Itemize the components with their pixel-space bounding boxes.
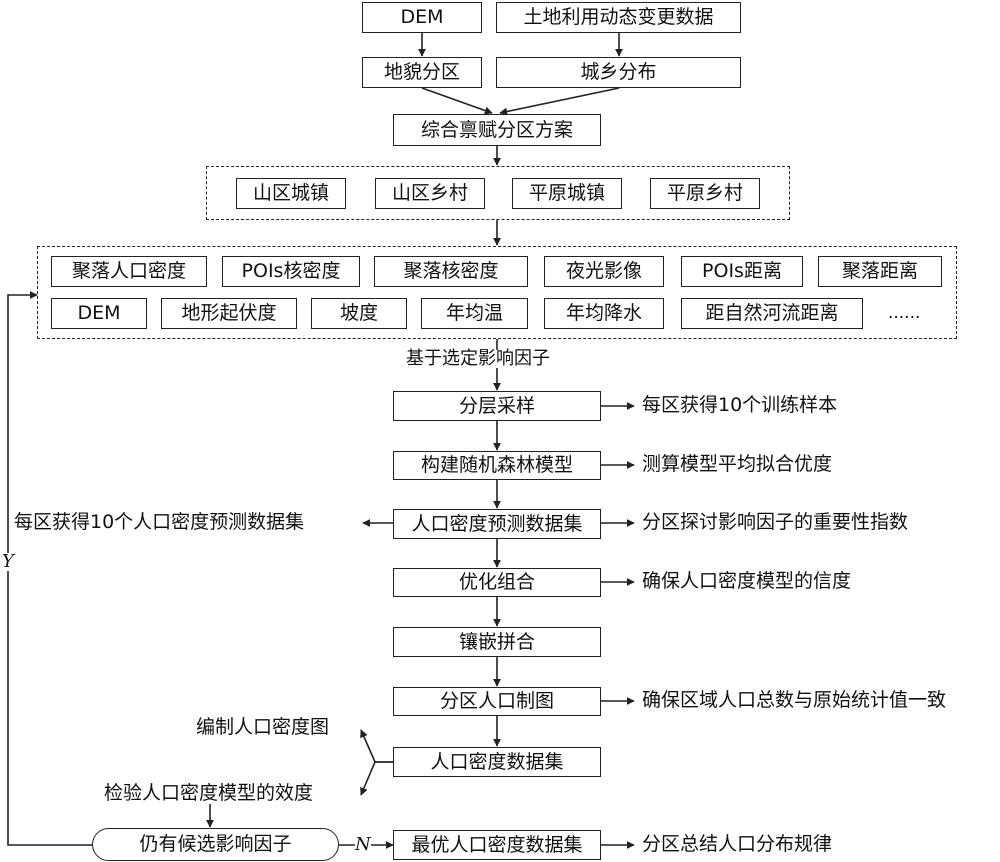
zone-item: 山区城镇 bbox=[236, 178, 346, 209]
best-note: 分区总结人口分布规律 bbox=[642, 833, 833, 855]
landform-zoning-box: 地貌分区 bbox=[362, 57, 482, 88]
density-dataset-box: 人口密度数据集 bbox=[393, 747, 601, 777]
factor-item: POIs核密度 bbox=[222, 256, 360, 287]
pred-note-right: 分区探讨影响因子的重要性指数 bbox=[642, 511, 909, 533]
factor-item: DEM bbox=[51, 298, 147, 329]
urban-rural-box: 城乡分布 bbox=[496, 57, 741, 88]
arrow-loop-yes bbox=[7, 291, 92, 846]
factor-item: 聚落距离 bbox=[818, 256, 942, 287]
yes-label: Y bbox=[2, 551, 14, 572]
factor-item: 坡度 bbox=[311, 298, 407, 329]
rf-model-note: 测算模型平均拟合优度 bbox=[642, 453, 833, 475]
density-note-up: 编制人口密度图 bbox=[196, 716, 330, 738]
sampling-box: 分层采样 bbox=[393, 391, 601, 421]
density-note-down: 检验人口密度模型的效度 bbox=[104, 782, 314, 804]
land-use-box: 土地利用动态变更数据 bbox=[496, 2, 741, 33]
mosaic-box: 镶嵌拼合 bbox=[393, 627, 601, 657]
zoning-scheme-box: 综合禀赋分区方案 bbox=[393, 114, 601, 146]
factor-caption: 基于选定影响因子 bbox=[406, 348, 550, 369]
dem-box: DEM bbox=[362, 2, 482, 33]
zone-item: 山区乡村 bbox=[375, 178, 485, 209]
arrow-density-down bbox=[360, 761, 393, 796]
factor-item: 聚落人口密度 bbox=[51, 256, 207, 287]
factor-item: 聚落核密度 bbox=[374, 256, 528, 287]
optimize-box: 优化组合 bbox=[393, 568, 601, 597]
no-label: N bbox=[355, 834, 371, 855]
pred-note-left: 每区获得10个人口密度预测数据集 bbox=[14, 511, 305, 533]
arrow-landform-scheme bbox=[421, 87, 493, 115]
pred-dataset-box: 人口密度预测数据集 bbox=[393, 509, 601, 539]
factor-item: 年均降水 bbox=[544, 298, 664, 329]
factor-item: 距自然河流距离 bbox=[681, 298, 863, 329]
mapping-note: 确保区域人口总数与原始统计值一致 bbox=[642, 689, 947, 711]
factor-item: 年均温 bbox=[421, 298, 528, 329]
factor-item: 地形起伏度 bbox=[161, 298, 297, 329]
zones-group bbox=[206, 166, 790, 220]
arrow-urbanrural-scheme bbox=[499, 87, 620, 116]
factor-item: 夜光影像 bbox=[544, 256, 664, 287]
mapping-box: 分区人口制图 bbox=[393, 687, 601, 716]
zone-item: 平原乡村 bbox=[650, 178, 760, 209]
arrow-density-up bbox=[360, 729, 393, 763]
optimize-note: 确保人口密度模型的信度 bbox=[642, 570, 852, 592]
sampling-note: 每区获得10个训练样本 bbox=[642, 394, 838, 416]
factor-ellipsis: ...... bbox=[888, 303, 921, 323]
zone-item: 平原城镇 bbox=[512, 178, 622, 209]
rf-model-box: 构建随机森林模型 bbox=[393, 451, 601, 480]
best-dataset-box: 最优人口密度数据集 bbox=[393, 830, 601, 860]
decision-box: 仍有候选影响因子 bbox=[92, 828, 339, 861]
factors-group bbox=[37, 246, 957, 339]
factor-item: POIs距离 bbox=[681, 256, 803, 287]
